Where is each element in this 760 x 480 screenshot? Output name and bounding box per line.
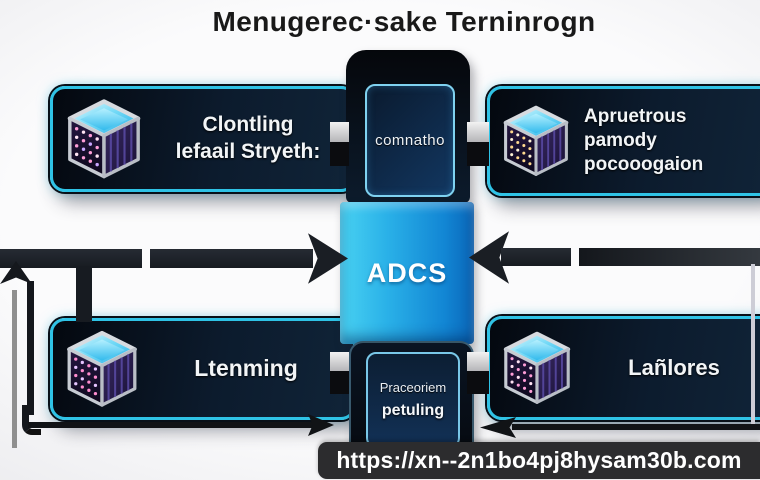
box-label-line: Apruetrous	[584, 105, 687, 127]
box-label-line: Ltenming	[194, 355, 298, 382]
right-arrow-bar-segment	[501, 248, 571, 266]
node-box-top-left: Clontling lefaail Stryeth:	[50, 86, 356, 192]
column-center-label: ADCS	[366, 257, 448, 288]
box-label-line: pocooogaion	[584, 154, 704, 176]
connector-pipe-bottom-right	[467, 352, 489, 394]
vertical-drop-line	[76, 266, 92, 322]
data-cube-icon	[61, 98, 147, 180]
line-corner	[22, 405, 41, 435]
column-bottom-label-2: petuling	[381, 402, 445, 419]
connector-pipe-top-left	[330, 122, 349, 166]
box-label-line: pamody	[584, 129, 657, 151]
node-box-bottom-left: Ltenming	[50, 318, 356, 420]
box-label-line: Lañlores	[628, 354, 720, 380]
arrow-left-icon	[480, 417, 516, 438]
column-center-band: ADCS	[340, 202, 474, 344]
data-cube-icon	[498, 330, 576, 406]
box-label: Clontling lefaail Stryeth:	[153, 112, 343, 166]
box-label-line: lefaail Stryeth:	[175, 140, 321, 163]
column-top-panel: comnatho	[365, 84, 455, 197]
bottom-left-arrow-line	[28, 422, 314, 428]
vertical-line-gray	[12, 290, 17, 448]
right-arrow-bar-segment	[579, 248, 760, 266]
box-label: Apruetrous pamody pocooogaion	[580, 105, 760, 178]
vertical-line-black	[27, 281, 34, 415]
node-box-bottom-right: Lañlores	[487, 316, 760, 420]
column-top-label: comnatho	[375, 132, 445, 149]
left-arrow-bar-segment	[0, 249, 142, 268]
node-box-top-right: Apruetrous pamody pocooogaion	[487, 86, 760, 196]
url-text: https://xn--2n1bo4pj8hysam30b.com	[336, 447, 742, 473]
url-bar: https://xn--2n1bo4pj8hysam30b.com	[318, 442, 760, 479]
column-bottom-panel: Praceoriem petuling	[366, 352, 460, 448]
left-arrow-bar-segment	[150, 249, 313, 268]
box-label: Lañlores	[582, 354, 760, 382]
bottom-right-arrow-line	[512, 424, 760, 430]
column-top-section: comnatho	[346, 50, 470, 203]
data-cube-icon	[498, 104, 574, 178]
box-label: Ltenming	[149, 354, 343, 383]
vertical-line-right	[751, 264, 755, 424]
box-label-line: Clontling	[202, 113, 294, 137]
connector-pipe-top-right	[467, 122, 489, 166]
page-title: Menugerec·sake Terninrogn	[212, 6, 596, 37]
data-cube-icon	[61, 329, 143, 409]
connector-pipe-bottom-left	[330, 352, 349, 394]
column-bottom-label-1: Praceoriem	[379, 380, 447, 395]
